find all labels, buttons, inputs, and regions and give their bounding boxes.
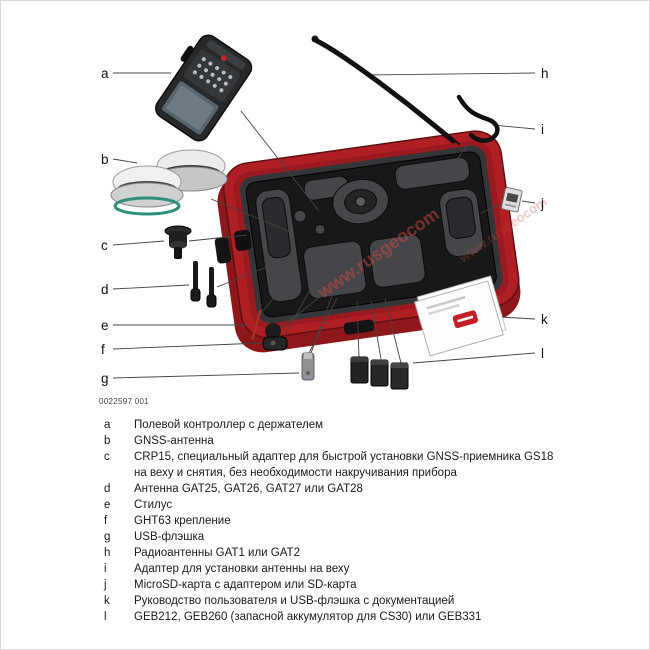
callout-f: f — [101, 342, 105, 357]
equipment-figure: www.rusgeocom www.rusgeocom a b c d e f … — [1, 1, 649, 409]
legend-letter: k — [104, 595, 110, 607]
legend-letter: h — [104, 547, 111, 559]
battery-illustration — [350, 356, 409, 390]
legend-text: GHT63 крепление — [134, 515, 231, 527]
equipment-diagram: www.rusgeocom www.rusgeocom a b c d e f … — [101, 34, 550, 390]
legend-text: Полевой контроллер с держателем — [134, 419, 324, 431]
legend-letter: c — [104, 451, 110, 463]
callout-k: k — [541, 312, 548, 327]
legend-text: Стилус — [134, 499, 173, 511]
legend-text: USB-флэшка — [134, 531, 205, 543]
legend-item: c CRP15, специальный адаптер для быстрой… — [104, 449, 565, 481]
callout-d: d — [101, 282, 109, 297]
legend-letter: f — [104, 515, 108, 527]
callout-h: h — [541, 66, 549, 81]
controller-illustration — [155, 34, 253, 142]
usb-flash-illustration — [301, 352, 315, 381]
legend-letter: e — [104, 499, 111, 511]
legend-item: i Адаптер для установки антенны на веху — [104, 561, 565, 577]
callout-b: b — [101, 152, 109, 167]
callout-i: i — [541, 122, 544, 137]
callout-j: j — [540, 196, 544, 211]
gat-antenna-illustration — [190, 261, 217, 308]
legend-letter: g — [104, 531, 111, 543]
legend-text: Руководство пользователя и USB-флэшка с … — [134, 595, 455, 607]
legend-letter: i — [104, 563, 107, 575]
case-latch-left — [214, 236, 232, 264]
callout-c: c — [101, 238, 108, 253]
legend-text: GNSS-антенна — [134, 435, 214, 447]
legend-item: a Полевой контроллер с держателем — [104, 417, 565, 433]
legend-item: b GNSS-антенна — [104, 433, 565, 449]
sd-card-illustration — [501, 187, 523, 213]
case-latch-bottom — [343, 319, 375, 335]
callout-e: e — [101, 318, 109, 333]
legend-item: k Руководство пользователя и USB-флэшка … — [104, 593, 565, 609]
legend-text: Адаптер для установки антенны на веху — [134, 563, 350, 575]
callout-g: g — [101, 371, 109, 386]
radio-antenna-illustration — [311, 35, 460, 145]
legend: a Полевой контроллер с держателем b GNSS… — [1, 417, 649, 625]
pole-adapter-illustration — [456, 94, 500, 143]
legend-item: j MicroSD-карта с адаптером или SD-карта — [104, 577, 565, 593]
gnss-antenna-illustration — [110, 149, 228, 216]
legend-item: h Радиоантенны GAT1 или GAT2 — [104, 545, 565, 561]
crp15-adapter-illustration — [164, 225, 192, 259]
legend-text: MicroSD-карта с адаптером или SD-карта — [134, 579, 357, 591]
legend-item: f GHT63 крепление — [104, 513, 565, 529]
legend-text: GEB212, GEB260 (запасной аккумулятор для… — [134, 611, 482, 623]
legend-item: g USB-флэшка — [104, 529, 565, 545]
legend-item: l GEB212, GEB260 (запасной аккумулятор д… — [104, 609, 565, 625]
callout-a: a — [101, 66, 109, 81]
callout-l: l — [541, 346, 544, 361]
legend-text: Радиоантенны GAT1 или GAT2 — [134, 547, 300, 559]
legend-item: e Стилус — [104, 497, 565, 513]
part-number: 0022597 001 — [99, 397, 150, 406]
legend-letter: a — [104, 419, 111, 431]
ght63-clamp-illustration — [262, 323, 288, 351]
case-bracket — [234, 229, 252, 251]
stylus-illustration — [250, 309, 262, 343]
legend-letter: d — [104, 483, 111, 495]
legend-letter: b — [104, 435, 111, 447]
legend-text: CRP15, специальный адаптер для быстрой у… — [134, 451, 554, 479]
leader-lines — [112, 72, 536, 379]
legend-letter: j — [104, 579, 107, 591]
legend-text: Антенна GAT25, GAT26, GAT27 или GAT28 — [134, 483, 363, 495]
foam-cutouts — [255, 156, 484, 303]
legend-letter: l — [104, 611, 107, 623]
legend-item: d Антенна GAT25, GAT26, GAT27 или GAT28 — [104, 481, 565, 497]
manual-illustration — [414, 275, 507, 357]
